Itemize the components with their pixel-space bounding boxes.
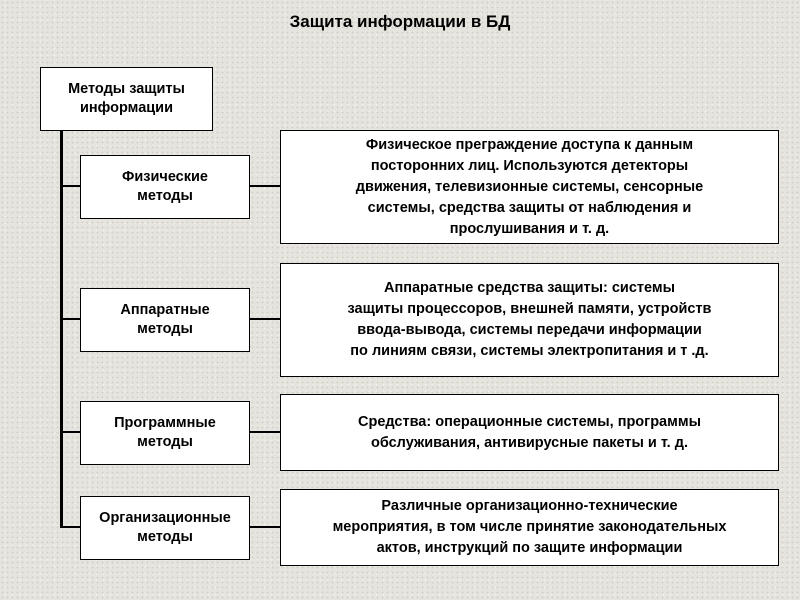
trunk-connector — [60, 130, 63, 528]
connector — [60, 185, 81, 187]
connector — [60, 431, 81, 433]
method-box-hardware: Аппаратные методы — [80, 288, 250, 352]
connector — [60, 318, 81, 320]
slide-title: Защита информации в БД — [289, 12, 511, 31]
description-box-hardware: Аппаратные средства защиты: системы защи… — [280, 263, 779, 377]
method-box-organizational: Организационные методы — [80, 496, 250, 560]
description-box-physical: Физическое преграждение доступа к данным… — [280, 130, 779, 244]
connector — [249, 526, 281, 528]
method-box-physical: Физические методы — [80, 155, 250, 219]
description-box-software: Средства: операционные системы, программ… — [280, 394, 779, 471]
method-box-software: Программные методы — [80, 401, 250, 465]
root-box: Методы защиты информации — [40, 67, 213, 131]
connector — [249, 318, 281, 320]
description-box-organizational: Различные организационно-технические мер… — [280, 489, 779, 566]
connector — [249, 185, 281, 187]
connector — [249, 431, 281, 433]
connector — [60, 526, 81, 528]
